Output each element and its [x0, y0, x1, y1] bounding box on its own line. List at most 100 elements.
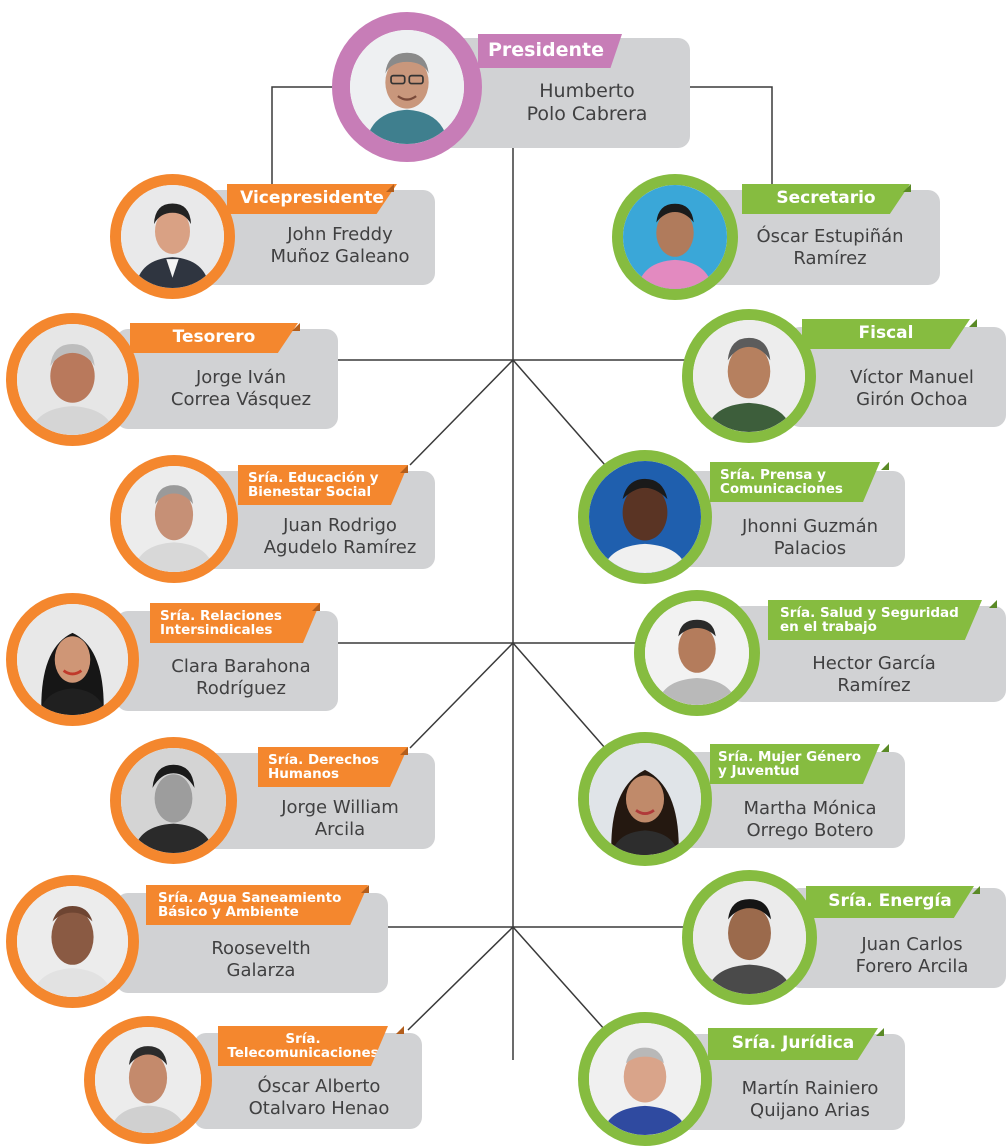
photo-ring [578, 450, 712, 584]
person-photo [17, 604, 128, 715]
role-line2: Básico y Ambiente [158, 904, 299, 920]
person-photo [589, 461, 701, 573]
photo-ring [110, 455, 238, 583]
name-line2: Rodríguez [196, 678, 286, 699]
name-line1: Martín Rainiero [741, 1078, 879, 1100]
role-label: Sría. Energía [828, 891, 952, 912]
role-line2: Intersindicales [160, 622, 273, 638]
name-line2: Girón Ochoa [856, 389, 968, 410]
role-line2: Comunicaciones [720, 481, 843, 497]
role-line2: Bienestar Social [248, 484, 372, 500]
person-photo [121, 185, 224, 288]
person-photo [645, 601, 749, 705]
line-derechos [409, 642, 514, 749]
name-line2: Correa Vásquez [170, 389, 312, 410]
person-photo [17, 324, 128, 435]
photo-ring [612, 174, 738, 300]
name-line1: Víctor Manuel [850, 367, 974, 389]
role-label: Vicepresidente [240, 188, 384, 209]
name-line2: Orrego Botero [746, 820, 874, 841]
role-label: Presidente [488, 39, 604, 62]
role-label: Sría. Jurídica [731, 1033, 855, 1054]
role-line1: Sría. Educación y [248, 469, 379, 486]
line-president-vice [271, 86, 340, 188]
name-line1: Jorge Iván [195, 367, 287, 389]
photo-ring [332, 12, 482, 162]
name-line1: Jorge William [281, 797, 399, 819]
person-photo [350, 30, 464, 144]
role-line1: Sría. Agua Saneamiento [158, 889, 342, 906]
photo-ring [110, 174, 235, 299]
photo-ring [6, 875, 139, 1008]
line-educacion [409, 359, 514, 466]
role-line1: Sría. Salud y Seguridad [780, 604, 959, 621]
person-photo [95, 1027, 201, 1133]
role-label: Secretario [776, 188, 876, 209]
role-line1: Sría. Mujer Género [718, 748, 862, 765]
name-line2: Palacios [773, 538, 847, 559]
photo-ring [6, 313, 139, 446]
name-line2: Polo Cabrera [526, 103, 648, 125]
name-line2: Forero Arcila [855, 956, 969, 977]
photo-ring [682, 870, 817, 1005]
name-line1: Óscar Estupiñán [756, 226, 904, 248]
role-line2: Telecomunicaciones [227, 1045, 379, 1061]
photo-ring [578, 1012, 712, 1146]
name-line2: Arcila [314, 819, 366, 840]
person-photo [589, 743, 701, 855]
role-line1: Sría. [285, 1030, 321, 1047]
role-line1: Sría. Prensa y [720, 466, 826, 483]
name-line1: Humberto [539, 79, 635, 102]
role-line2: Humanos [268, 766, 340, 782]
role-line2: y Juventud [718, 763, 800, 779]
name-line1: Jhonni Guzmán [741, 516, 879, 538]
person-photo [17, 886, 128, 997]
name-line1: Hector García [812, 653, 936, 675]
name-line1: Juan Rodrigo [283, 515, 397, 537]
photo-ring [84, 1016, 212, 1144]
name-line2: Ramírez [793, 248, 867, 269]
photo-ring [634, 590, 760, 716]
person-photo [121, 748, 226, 853]
role-label: Tesorero [172, 327, 256, 348]
name-line2: Otalvaro Henao [248, 1098, 390, 1119]
person-photo [589, 1023, 701, 1135]
line-juridica [512, 926, 606, 1031]
photo-ring [6, 593, 139, 726]
line-president-secretario [688, 86, 773, 188]
person-photo [623, 185, 727, 289]
person-photo [693, 320, 805, 432]
name-line1: John Freddy [287, 224, 393, 246]
name-line2: Agudelo Ramírez [263, 537, 417, 558]
name-line1: Óscar Alberto [257, 1076, 381, 1098]
line-prensa [512, 359, 606, 466]
photo-ring [578, 732, 712, 866]
name-line2: Ramírez [837, 675, 911, 696]
role-line1: Sría. Relaciones [160, 607, 282, 624]
photo-ring [682, 309, 816, 443]
name-line2: Galarza [226, 960, 296, 981]
name-line1: Clara Barahona [171, 656, 311, 678]
role-line1: Sría. Derechos [268, 751, 380, 768]
name-line1: Juan Carlos [861, 934, 963, 956]
name-line1: Roosevelth [211, 938, 311, 960]
line-telecom [407, 926, 514, 1031]
name-line2: Muñoz Galeano [270, 246, 410, 267]
person-photo [121, 466, 227, 572]
line-mujer [512, 642, 606, 749]
